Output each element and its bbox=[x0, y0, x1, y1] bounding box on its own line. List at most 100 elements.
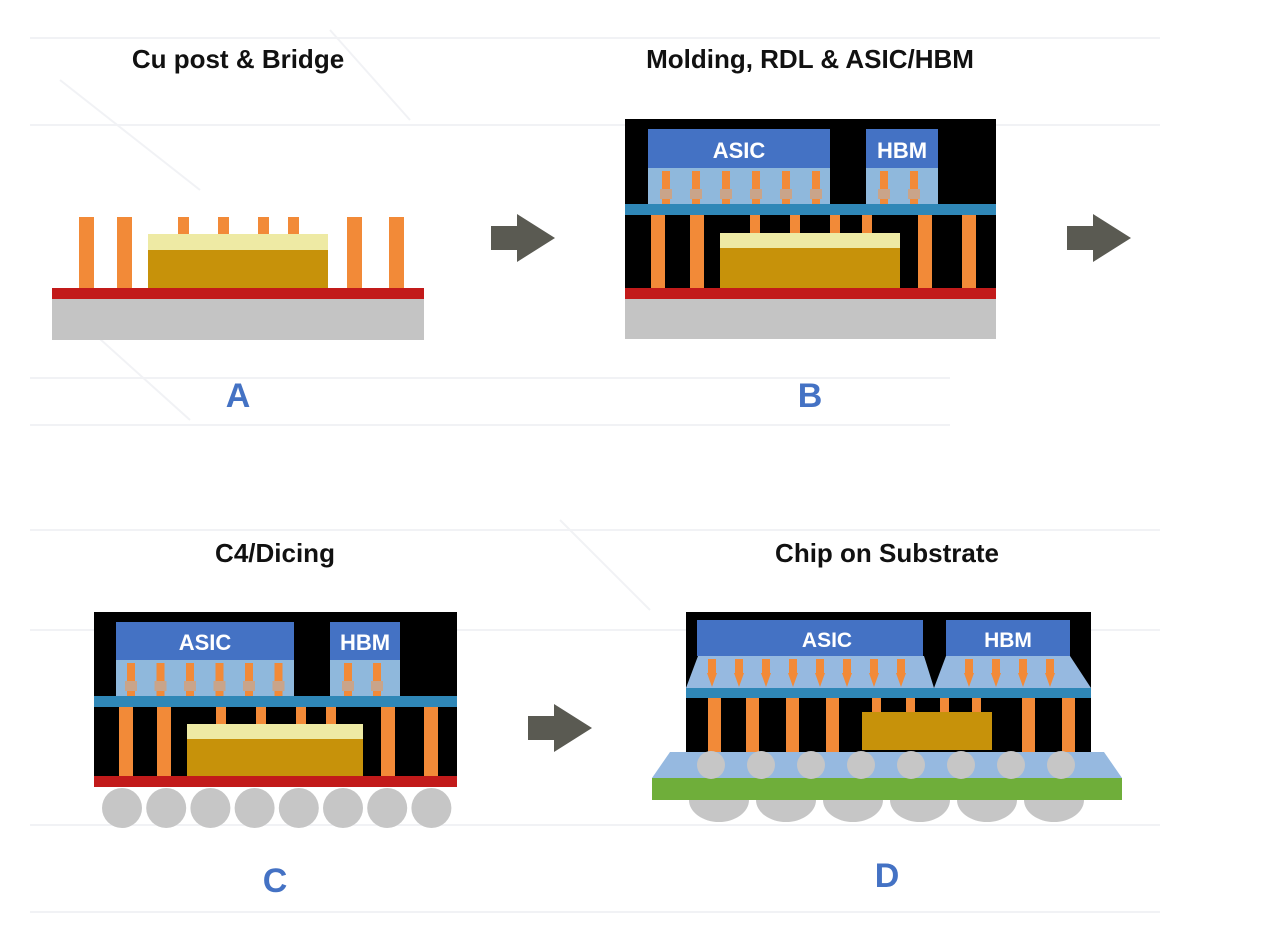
silicon-bridge bbox=[148, 234, 328, 288]
arrow-right-icon bbox=[491, 214, 555, 262]
solder-ball bbox=[367, 788, 408, 828]
microbump bbox=[272, 663, 285, 696]
microbump bbox=[750, 171, 762, 204]
step-b-title: Molding, RDL & ASIC/HBM bbox=[646, 44, 974, 74]
asic-microbumps bbox=[125, 663, 285, 696]
bridge-pillar bbox=[178, 217, 189, 234]
rdl-layer bbox=[686, 688, 1091, 698]
asic-label: ASIC bbox=[802, 629, 852, 652]
cu-post bbox=[746, 698, 759, 752]
step-d-letter: D bbox=[874, 857, 900, 895]
microbump bbox=[184, 663, 196, 696]
microbump bbox=[788, 659, 798, 687]
bridge-pillar bbox=[750, 215, 760, 233]
microbump bbox=[780, 171, 792, 204]
rdl-layer bbox=[625, 204, 996, 215]
asic-underfill bbox=[686, 656, 934, 688]
cu-post bbox=[424, 707, 438, 776]
microbump bbox=[371, 663, 383, 696]
asic-microbumps bbox=[660, 171, 822, 204]
microbump bbox=[1045, 659, 1055, 687]
microbump bbox=[908, 171, 920, 204]
hbm-microbumps bbox=[964, 659, 1055, 687]
microbump bbox=[690, 171, 702, 204]
microbump bbox=[720, 171, 732, 204]
cu-post bbox=[708, 698, 721, 752]
cu-post bbox=[786, 698, 799, 752]
bridge-pillar bbox=[326, 707, 336, 724]
cu-post bbox=[79, 217, 94, 288]
asic-bump-zone bbox=[648, 168, 830, 204]
hbm-bump-zone bbox=[866, 168, 938, 204]
cu-post bbox=[962, 215, 976, 288]
step-c-diagram: ASIC HBM bbox=[94, 612, 457, 828]
silicon-bridge bbox=[862, 712, 992, 750]
solder-ball bbox=[847, 751, 875, 779]
cu-post bbox=[119, 707, 133, 776]
release-layer bbox=[94, 776, 457, 787]
hbm-microbumps bbox=[878, 171, 920, 204]
bridge-pillar bbox=[296, 707, 306, 724]
asic-microbumps bbox=[707, 659, 906, 687]
asic-die bbox=[116, 622, 294, 660]
microbump bbox=[1018, 659, 1028, 687]
c4-solder-balls bbox=[102, 788, 452, 828]
cu-post bbox=[381, 707, 395, 776]
solder-ball bbox=[323, 788, 363, 828]
step-d-diagram: ASIC HBM bbox=[652, 612, 1122, 822]
microbump bbox=[896, 659, 906, 687]
cu-post bbox=[1062, 698, 1075, 752]
carrier-wafer bbox=[52, 299, 424, 340]
bridge-pillar bbox=[906, 698, 915, 712]
microbump bbox=[869, 659, 879, 687]
step-c-letter: C bbox=[262, 862, 288, 900]
hbm-die bbox=[946, 620, 1070, 656]
microbump bbox=[734, 659, 744, 687]
microbump bbox=[660, 171, 672, 204]
microbump bbox=[842, 659, 852, 687]
cu-post bbox=[117, 217, 132, 288]
bridge-pillar bbox=[258, 217, 269, 234]
bridge-pillar bbox=[216, 707, 226, 724]
bridge-pillar bbox=[862, 215, 872, 233]
microbump bbox=[243, 663, 255, 696]
step-a-diagram bbox=[52, 217, 424, 340]
hbm-microbumps bbox=[342, 663, 383, 696]
solder-ball bbox=[997, 751, 1025, 779]
asic-die bbox=[697, 620, 923, 656]
cu-post bbox=[690, 215, 704, 288]
release-layer bbox=[625, 288, 996, 299]
solder-ball bbox=[190, 788, 231, 828]
asic-label: ASIC bbox=[179, 630, 232, 655]
microbump bbox=[125, 663, 137, 696]
cu-post bbox=[918, 215, 932, 288]
step-d-title: Chip on Substrate bbox=[775, 538, 999, 568]
hbm-label: HBM bbox=[877, 138, 927, 163]
solder-ball bbox=[947, 751, 975, 779]
microbump bbox=[154, 663, 167, 696]
solder-ball bbox=[278, 788, 319, 828]
arrow-right-icon bbox=[528, 704, 592, 752]
microbump bbox=[878, 171, 890, 204]
cu-post bbox=[347, 217, 362, 288]
solder-ball bbox=[1047, 751, 1075, 779]
bridge-pillar bbox=[256, 707, 266, 724]
asic-die bbox=[648, 129, 830, 168]
microbump bbox=[707, 659, 717, 687]
hbm-label: HBM bbox=[340, 630, 390, 655]
microbump bbox=[761, 659, 771, 687]
solder-ball bbox=[797, 751, 825, 779]
step-b-letter: B bbox=[797, 377, 823, 415]
solder-ball bbox=[747, 751, 775, 779]
bridge-pillar bbox=[218, 217, 229, 234]
asic-label: ASIC bbox=[713, 138, 766, 163]
bridge-pillar bbox=[830, 215, 840, 233]
cu-post bbox=[1022, 698, 1035, 752]
bridge-pillar bbox=[972, 698, 981, 712]
asic-bump-zone bbox=[116, 660, 294, 696]
cu-post bbox=[157, 707, 171, 776]
bridge-pillar bbox=[288, 217, 299, 234]
cu-post bbox=[651, 215, 665, 288]
cu-posts bbox=[651, 215, 976, 288]
